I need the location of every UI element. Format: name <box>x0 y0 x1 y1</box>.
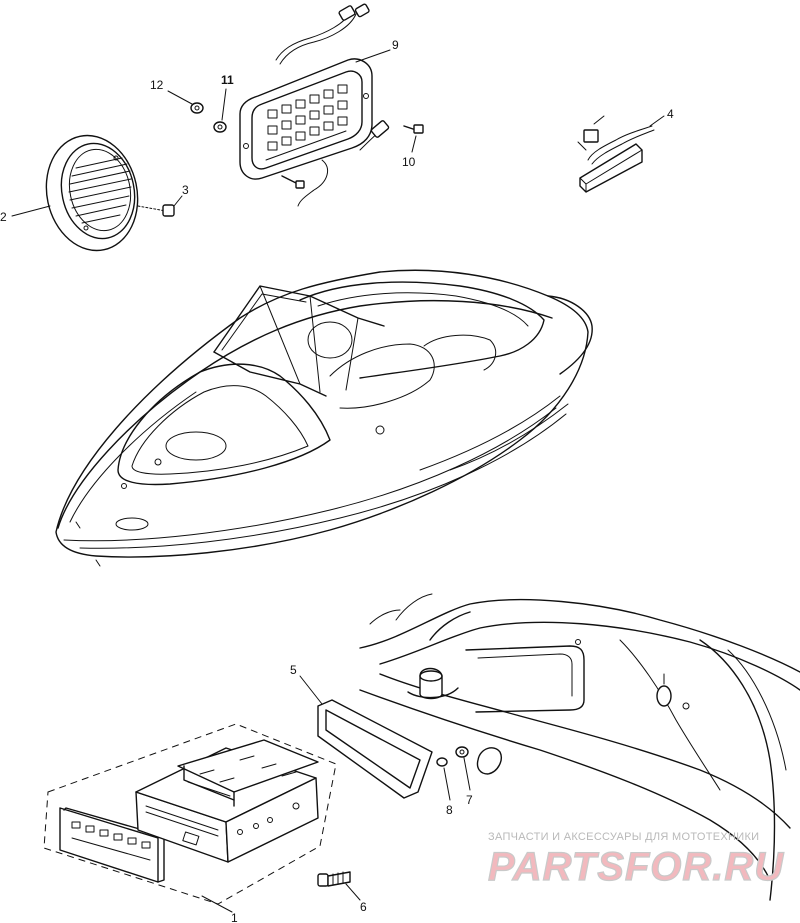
watermark-tagline: ЗАПЧАСТИ И АКСЕССУАРЫ ДЛЯ МОТОТЕХНИКИ <box>488 831 759 843</box>
callout-8: 8 <box>446 803 453 817</box>
leader-6 <box>345 883 361 901</box>
control-panel-part <box>239 3 424 207</box>
watermark-brand: PARTSFOR.RU <box>488 845 784 889</box>
callout-7: 7 <box>466 793 473 807</box>
callout-10: 10 <box>402 155 416 169</box>
bolt-part-6 <box>317 871 351 887</box>
leader-3 <box>173 195 183 207</box>
callout-4: 4 <box>667 107 674 121</box>
stereo-sleeve <box>177 739 319 807</box>
stereo-faceplate <box>59 807 165 883</box>
nut-part-12 <box>190 102 204 114</box>
speaker-part <box>45 134 139 252</box>
callout-3: 3 <box>182 183 189 197</box>
callout-2: 2 <box>0 210 7 224</box>
screw-part-3 <box>137 204 175 217</box>
nut-part-11 <box>213 121 227 133</box>
callout-12: 12 <box>150 78 164 92</box>
leader-8 <box>443 767 451 801</box>
leader-2 <box>11 205 51 217</box>
callout-6: 6 <box>360 900 367 914</box>
leader-10 <box>411 135 417 153</box>
boat-illustration <box>55 269 593 567</box>
nut-part-7 <box>455 746 469 758</box>
leader-7 <box>463 757 471 791</box>
frame-plate-part <box>317 699 433 799</box>
callout-9: 9 <box>392 38 399 52</box>
callout-5: 5 <box>290 663 297 677</box>
callout-1: 1 <box>231 911 238 923</box>
leader-11 <box>221 88 227 121</box>
leader-5 <box>299 675 323 705</box>
module-part <box>577 115 655 193</box>
dash-closeup <box>359 593 800 901</box>
leader-9 <box>355 49 391 63</box>
callout-11: 11 <box>221 73 234 87</box>
leader-12 <box>167 90 193 105</box>
leader-1 <box>201 895 233 913</box>
washer-part-8 <box>436 757 448 767</box>
leader-4 <box>649 115 665 127</box>
